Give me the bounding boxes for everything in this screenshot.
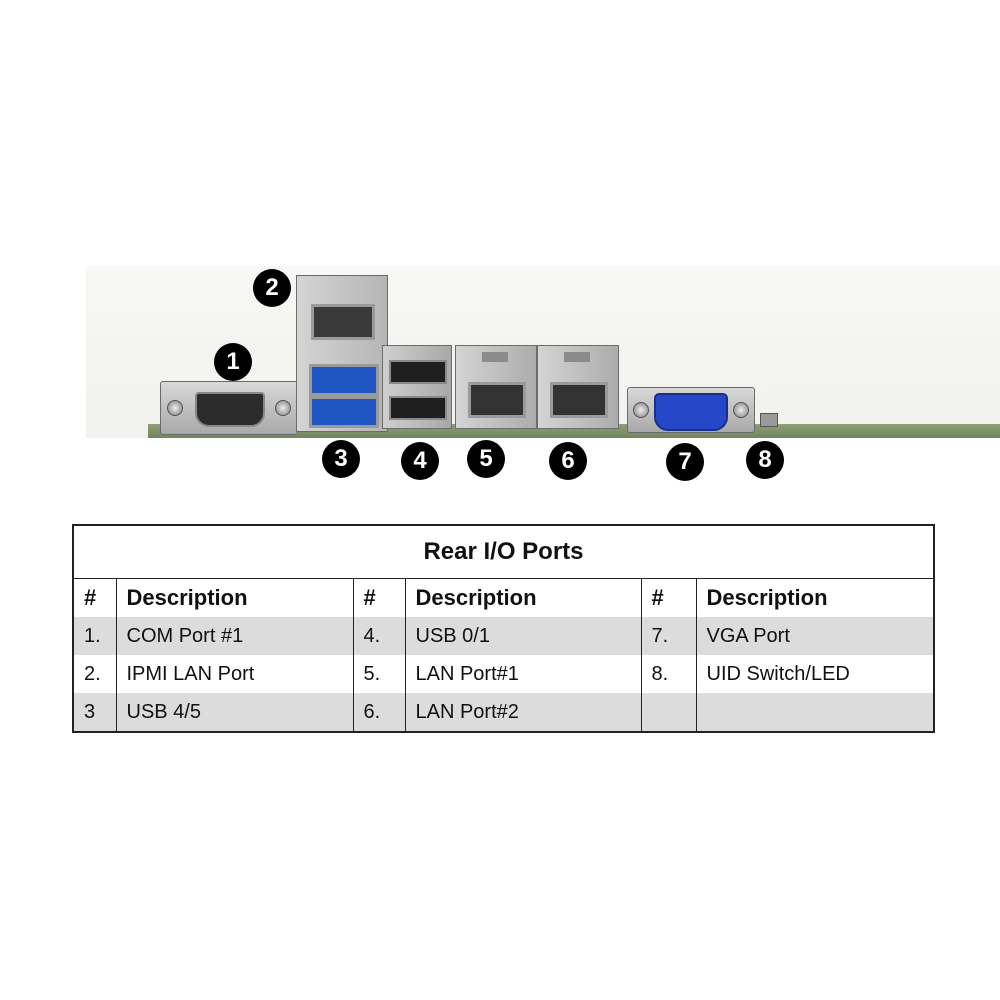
column-header-number: # <box>641 578 697 617</box>
table-title: Rear I/O Ports <box>73 525 935 579</box>
de15-connector <box>654 393 728 431</box>
rear-io-ports-table: Rear I/O Ports # Description # Descripti… <box>72 524 935 733</box>
table-row: 1. COM Port #1 4. USB 0/1 7. VGA Port <box>73 617 935 655</box>
lan-tab <box>482 352 508 362</box>
port-description: IPMI LAN Port <box>116 655 354 693</box>
ipmi-lan-usb3-stack <box>296 275 388 432</box>
usb2-stack <box>382 345 452 429</box>
uid-switch-led <box>760 413 778 427</box>
port-number: 4. <box>353 617 406 655</box>
callout-6: 6 <box>549 442 587 480</box>
callout-4: 4 <box>401 442 439 480</box>
ipmi-lan-jack <box>311 304 375 340</box>
screw-icon <box>275 400 291 416</box>
column-header-number: # <box>73 578 117 617</box>
vga-port-connector <box>627 387 755 433</box>
table-header-row: # Description # Description # Descriptio… <box>73 578 935 617</box>
callout-2: 2 <box>253 269 291 307</box>
port-number <box>641 693 697 732</box>
lan-jack <box>468 382 526 418</box>
usb2-port-upper <box>389 360 447 384</box>
usb2-port-lower <box>389 396 447 420</box>
port-number: 1. <box>73 617 117 655</box>
port-description: UID Switch/LED <box>696 655 935 693</box>
com-port-connector <box>160 381 298 435</box>
port-description <box>696 693 935 732</box>
rear-io-board-diagram: 1 2 3 4 5 6 7 8 <box>86 266 1000 481</box>
callout-7: 7 <box>666 443 704 481</box>
callout-5: 5 <box>467 440 505 478</box>
column-header-description: Description <box>116 578 354 617</box>
callout-1: 1 <box>214 343 252 381</box>
port-description: LAN Port#2 <box>405 693 642 732</box>
screw-icon <box>167 400 183 416</box>
table-row: 2. IPMI LAN Port 5. LAN Port#1 8. UID Sw… <box>73 655 935 693</box>
port-number: 8. <box>641 655 697 693</box>
column-header-description: Description <box>405 578 642 617</box>
lan-jack <box>550 382 608 418</box>
column-header-description: Description <box>696 578 935 617</box>
port-description: COM Port #1 <box>116 617 354 655</box>
screw-icon <box>733 402 749 418</box>
table-row: 3 USB 4/5 6. LAN Port#2 <box>73 693 935 732</box>
port-description: VGA Port <box>696 617 935 655</box>
callout-8: 8 <box>746 441 784 479</box>
lan-port-1-connector <box>455 345 537 429</box>
port-description: USB 4/5 <box>116 693 354 732</box>
lan-port-2-connector <box>537 345 619 429</box>
port-description: LAN Port#1 <box>405 655 642 693</box>
port-number: 5. <box>353 655 406 693</box>
screw-icon <box>633 402 649 418</box>
port-description: USB 0/1 <box>405 617 642 655</box>
usb3-port-upper <box>309 364 379 396</box>
port-number: 7. <box>641 617 697 655</box>
callout-3: 3 <box>322 440 360 478</box>
usb3-port-lower <box>309 396 379 428</box>
port-number: 6. <box>353 693 406 732</box>
port-number: 2. <box>73 655 117 693</box>
lan-tab <box>564 352 590 362</box>
column-header-number: # <box>353 578 406 617</box>
db9-connector <box>195 392 265 427</box>
port-number: 3 <box>73 693 117 732</box>
